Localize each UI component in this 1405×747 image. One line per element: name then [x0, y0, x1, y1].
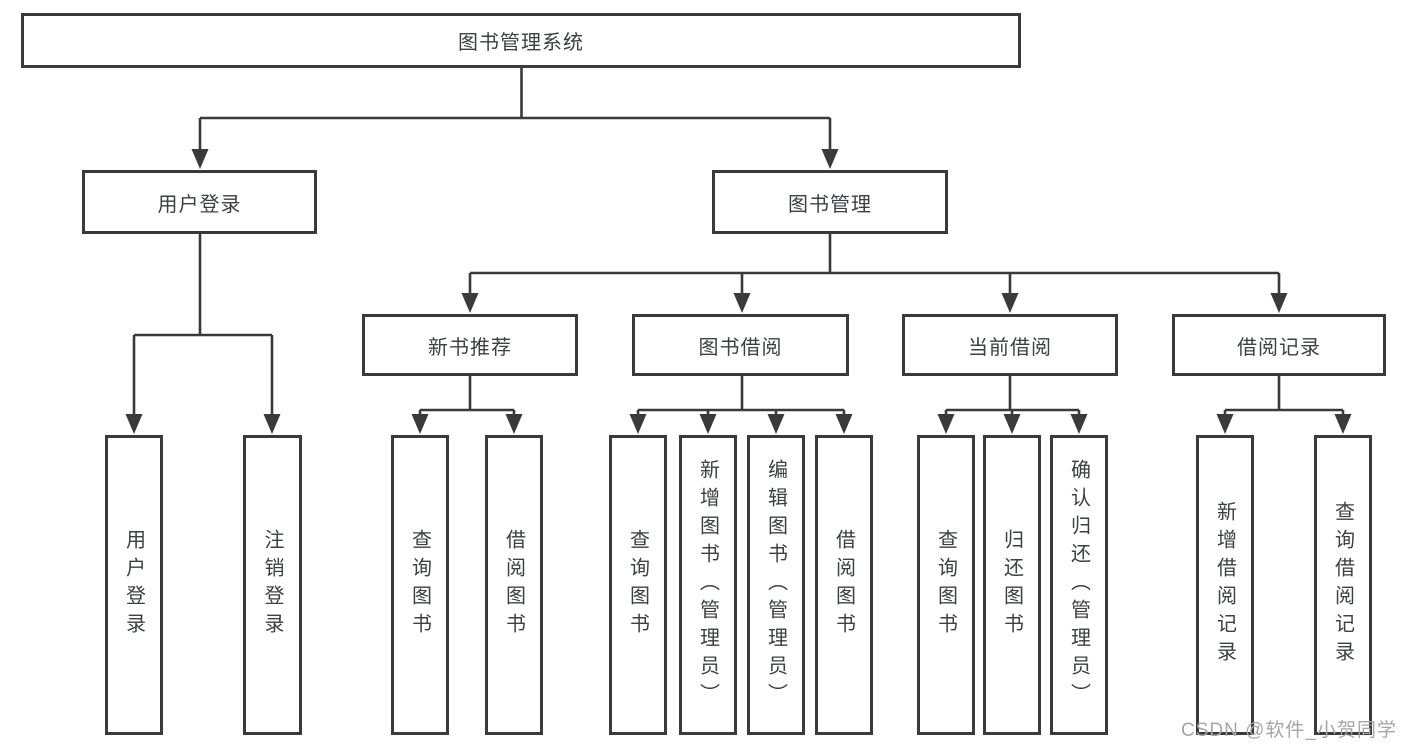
node-borrow-records: 借阅记录 — [1172, 314, 1386, 376]
arrowhead-down-icon — [263, 414, 281, 434]
leaf-current-query-books: 查询图书 — [917, 435, 975, 735]
leaf-user-login: 用户登录 — [105, 435, 163, 735]
node-user-login-label: 用户登录 — [157, 193, 242, 216]
node-book-borrow-label: 图书借阅 — [698, 336, 783, 359]
arrowhead-down-icon — [1001, 293, 1019, 313]
leaf-logout: 注销登录 — [243, 435, 302, 735]
node-user-login: 用户登录 — [82, 170, 317, 234]
arrowhead-down-icon — [1334, 414, 1352, 434]
leaf-add-borrow-record: 新增借阅记录 — [1196, 435, 1254, 735]
arrowhead-down-icon — [699, 414, 717, 434]
node-borrow-records-label: 借阅记录 — [1237, 336, 1321, 359]
leaf-borrow-books: 借阅图书 — [815, 435, 873, 735]
arrowhead-down-icon — [1270, 293, 1288, 313]
node-book-borrow: 图书借阅 — [632, 314, 849, 376]
leaf-recommend-borrow-books: 借阅图书 — [485, 435, 543, 735]
leaf-confirm-return-admin: 确认归还（管理员） — [1050, 435, 1108, 735]
node-root: 图书管理系统 — [21, 13, 1021, 68]
arrowhead-down-icon — [191, 149, 209, 169]
leaf-add-books-admin: 新增图书（管理员） — [679, 435, 737, 735]
node-current-borrow: 当前借阅 — [902, 314, 1118, 376]
leaf-return-books: 归还图书 — [983, 435, 1041, 735]
leaf-query-borrow-record: 查询借阅记录 — [1314, 435, 1372, 735]
node-new-book-recommend: 新书推荐 — [362, 314, 578, 376]
arrowhead-down-icon — [821, 149, 839, 169]
arrowhead-down-icon — [937, 414, 955, 434]
node-root-label: 图书管理系统 — [458, 32, 584, 54]
arrowhead-down-icon — [1216, 414, 1234, 434]
arrowhead-down-icon — [411, 414, 429, 434]
arrowhead-down-icon — [733, 293, 751, 313]
arrowhead-down-icon — [505, 414, 523, 434]
arrowhead-down-icon — [767, 414, 785, 434]
arrowhead-down-icon — [629, 414, 647, 434]
arrowhead-down-icon — [835, 414, 853, 434]
leaf-borrow-query-books: 查询图书 — [609, 435, 667, 735]
node-current-borrow-label: 当前借阅 — [968, 336, 1052, 359]
leaf-edit-books-admin: 编辑图书（管理员） — [747, 435, 805, 735]
arrowhead-down-icon — [1003, 414, 1021, 434]
arrowhead-down-icon — [461, 293, 479, 313]
watermark: CSDN @软件_小贺同学 — [1181, 720, 1397, 741]
node-book-management-label: 图书管理 — [788, 193, 872, 216]
leaf-recommend-query-books: 查询图书 — [391, 435, 449, 735]
node-new-book-recommend-label: 新书推荐 — [428, 336, 512, 359]
arrowhead-down-icon — [125, 414, 143, 434]
arrowhead-down-icon — [1070, 414, 1088, 434]
node-book-management: 图书管理 — [712, 170, 948, 234]
